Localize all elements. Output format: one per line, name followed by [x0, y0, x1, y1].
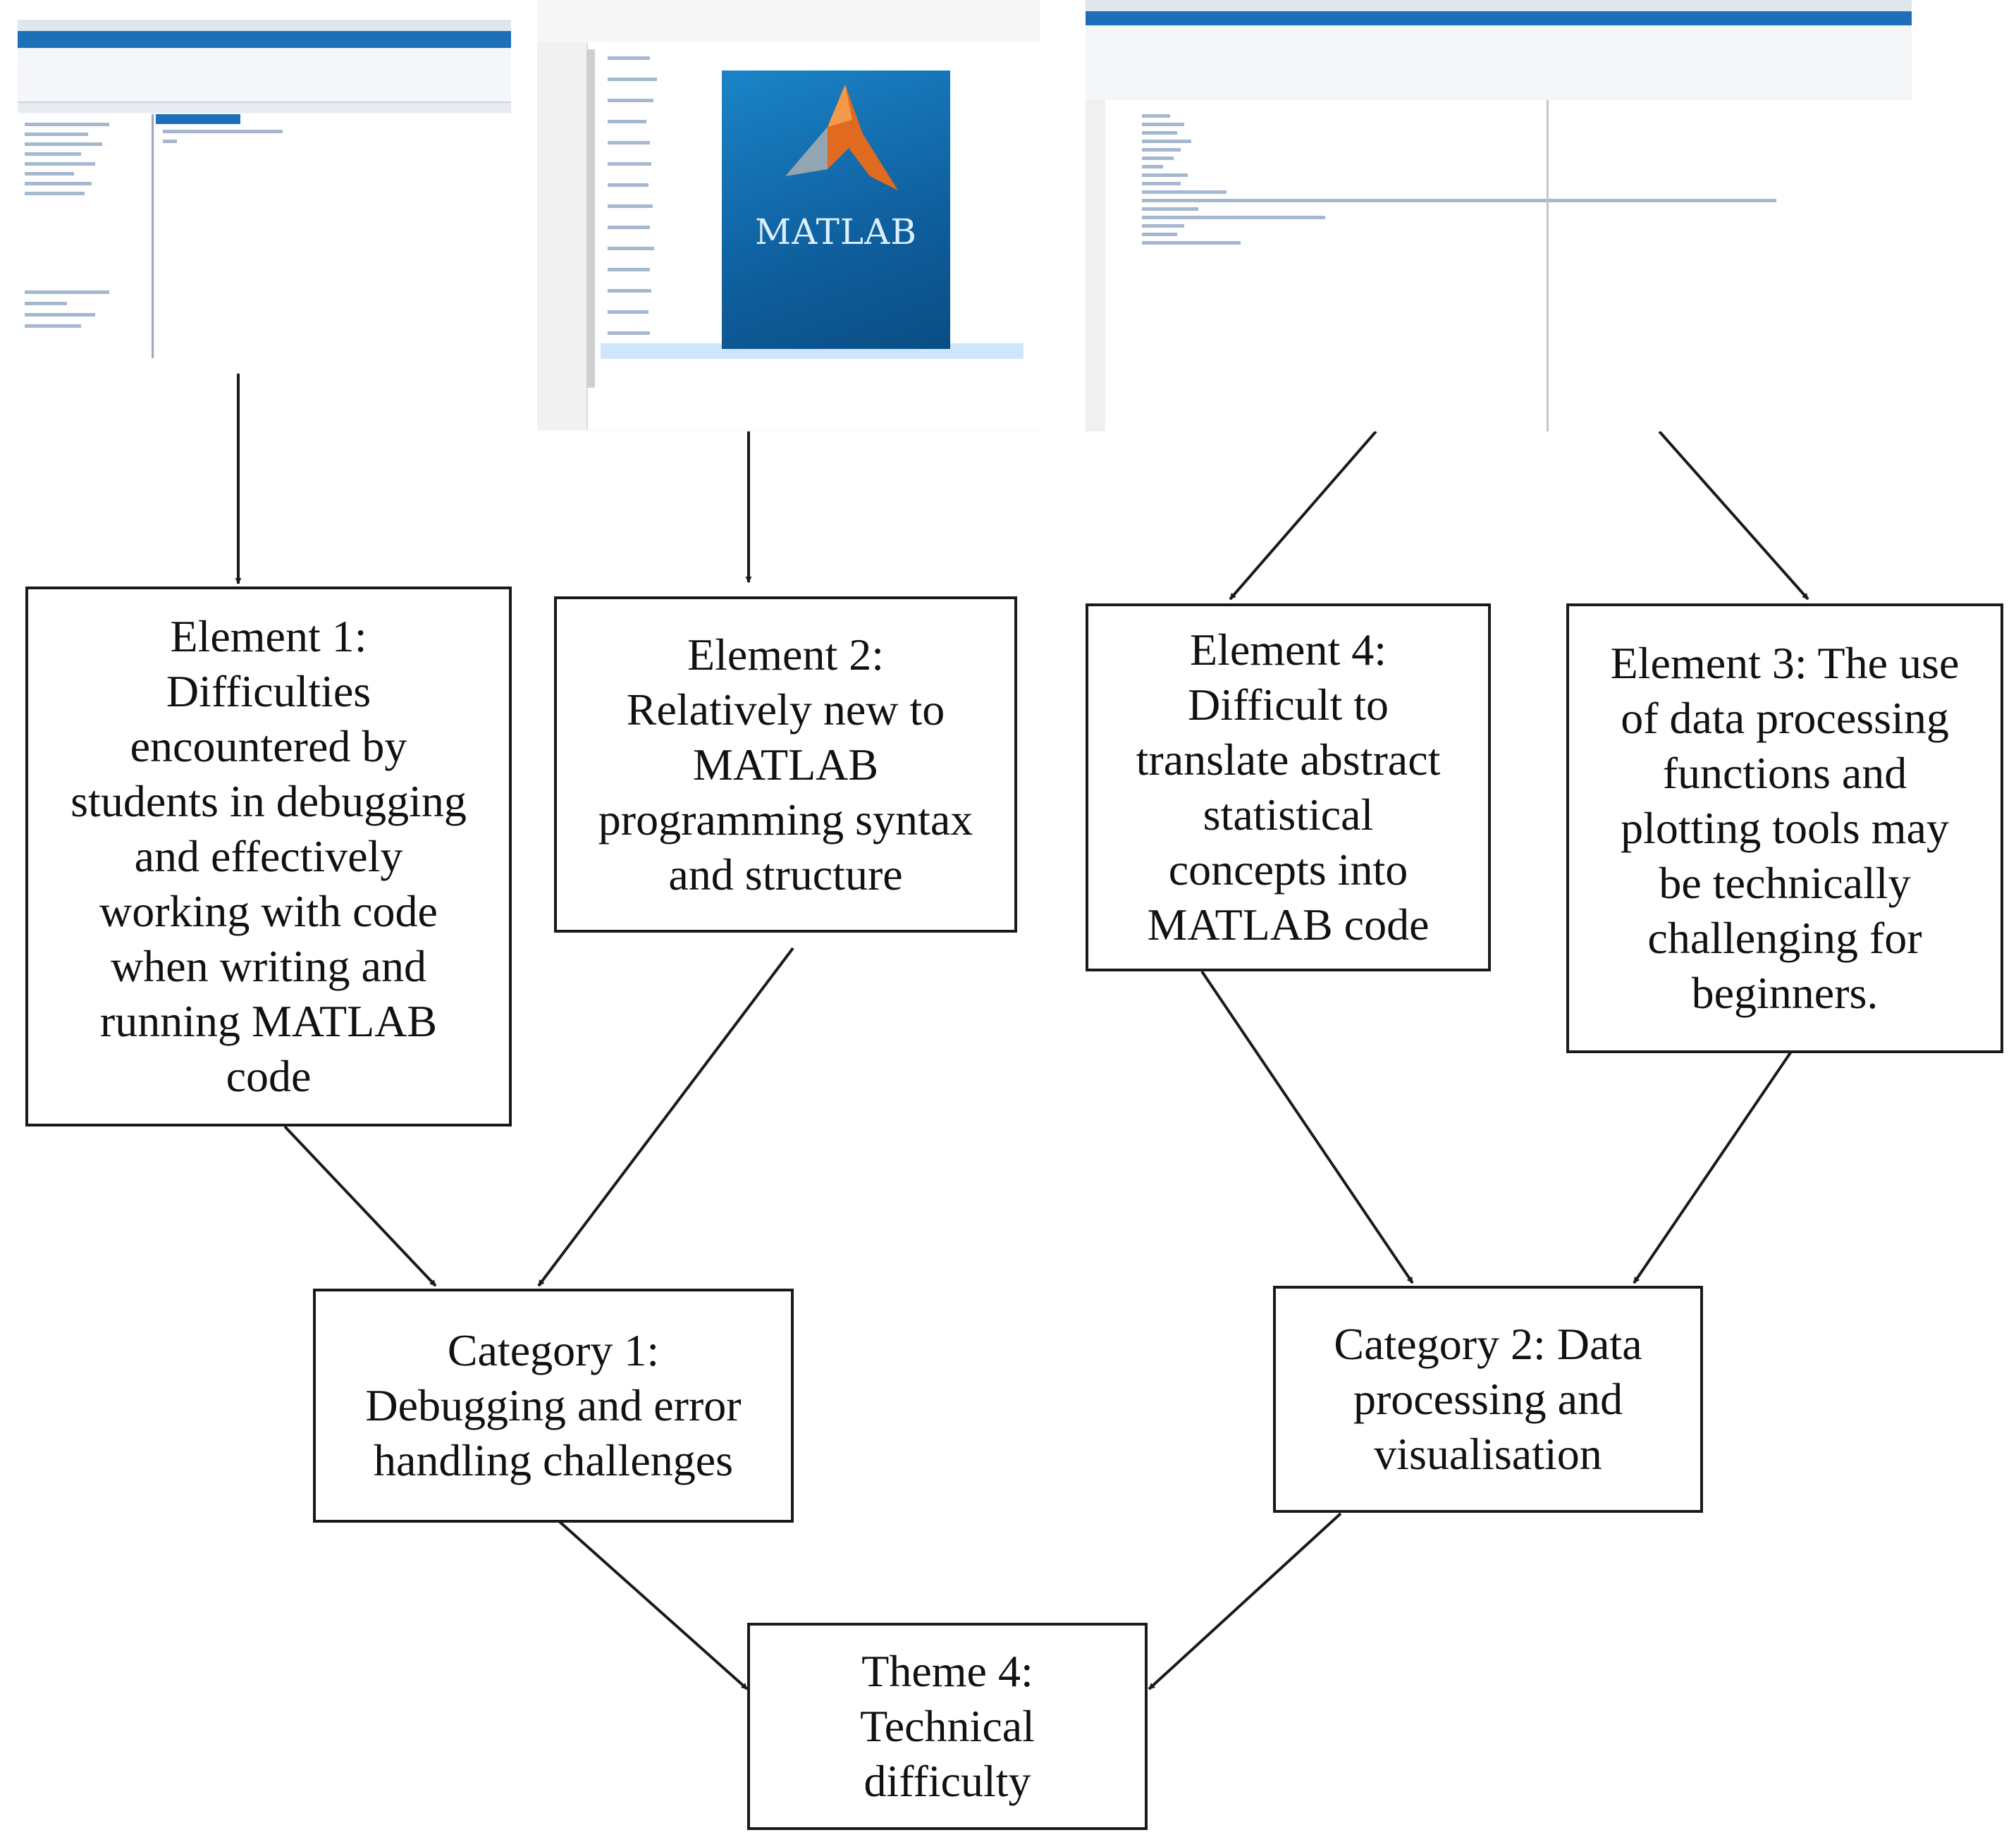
arrow-screenshot3-to-element3	[1658, 430, 1809, 601]
ribbon-tabs	[18, 31, 511, 48]
editor-split-divider	[1547, 100, 1549, 431]
window-titlebar	[18, 20, 511, 31]
matlab-editor-screenshot	[1086, 0, 1912, 431]
command-window-header	[156, 114, 240, 124]
matlab-splash-window: MATLAB	[722, 70, 950, 349]
element-2-text: Element 2: Relatively new to MATLAB prog…	[598, 629, 973, 899]
arrow-element1-to-category1	[283, 1125, 437, 1287]
matlab-splash-title: MATLAB	[755, 211, 917, 252]
current-folder-bar	[18, 103, 511, 113]
element-4-text: Element 4: Difficult to translate abstra…	[1136, 625, 1441, 950]
navigation-pane	[537, 42, 588, 430]
category-2-box: Category 2: Data processing and visualis…	[1273, 1286, 1703, 1513]
matlab-logo-icon	[785, 85, 898, 190]
category-1-box: Category 1: Debugging and error handling…	[313, 1289, 794, 1523]
matlab-splash-screenshot: MATLAB	[537, 0, 1040, 431]
element-3-text: Element 3: The use of data processing fu…	[1610, 638, 1960, 1018]
element-1-text: Element 1: Difficulties encountered by s…	[70, 611, 467, 1101]
editor-toolstrip	[1086, 25, 1912, 102]
element-1-box: Element 1: Difficulties encountered by s…	[25, 587, 512, 1126]
element-3-box: Element 3: The use of data processing fu…	[1566, 603, 2003, 1053]
file-toolbar	[537, 0, 1040, 42]
category-2-text: Category 2: Data processing and visualis…	[1334, 1319, 1642, 1479]
arrow-category2-to-theme4	[1148, 1512, 1342, 1690]
command-window	[156, 114, 511, 358]
matlab-desktop-screenshot	[18, 20, 511, 358]
current-folder-panel	[18, 114, 154, 358]
element-2-box: Element 2: Relatively new to MATLAB prog…	[554, 596, 1017, 933]
arrow-element3-to-category2	[1633, 1046, 1795, 1284]
theme-4-box: Theme 4: Technical difficulty	[747, 1623, 1148, 1830]
element-4-box: Element 4: Difficult to translate abstra…	[1086, 603, 1491, 971]
theme-4-text: Theme 4: Technical difficulty	[860, 1646, 1035, 1806]
scrollbar	[586, 49, 595, 388]
arrow-element4-to-category2	[1200, 970, 1414, 1284]
arrow-category1-to-theme4	[557, 1519, 749, 1690]
arrow-element2-to-category1	[537, 947, 794, 1287]
category-1-text: Category 1: Debugging and error handling…	[365, 1325, 742, 1485]
editor-titlebar	[1086, 0, 1912, 11]
code-editor	[1086, 100, 1912, 431]
line-number-gutter	[1086, 100, 1105, 431]
toolstrip-ribbon	[18, 48, 511, 103]
editor-ribbon-tabs	[1086, 11, 1912, 25]
arrow-screenshot3-to-element4	[1229, 430, 1377, 601]
